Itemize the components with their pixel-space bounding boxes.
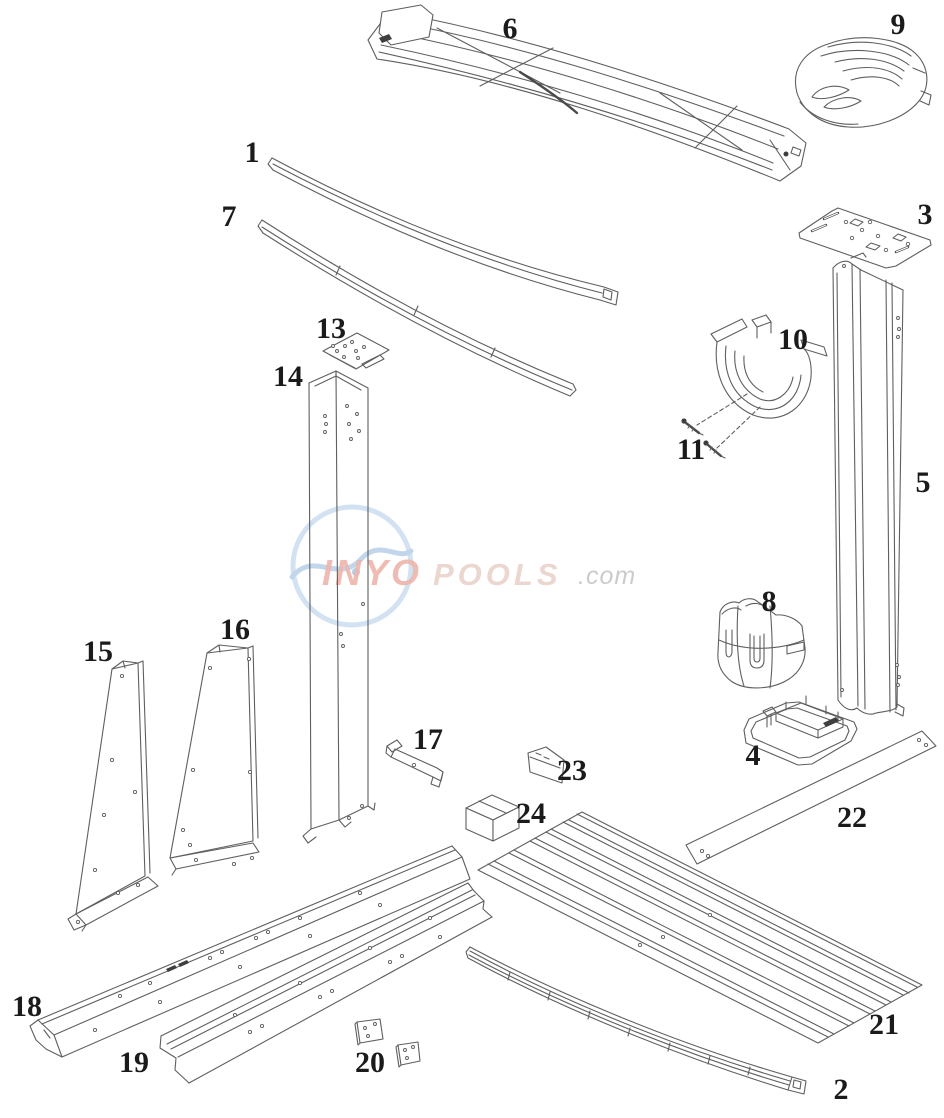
part-1-curved-top-rail (267, 157, 619, 306)
part-19-bottom-rail (159, 882, 493, 1084)
part-13-post-top-plate (322, 332, 390, 370)
part-11-screws (681, 418, 726, 459)
watermark-brand-secondary: POOLS (433, 557, 562, 592)
part-22-coping-strip (685, 730, 937, 865)
part-label-13: 13 (316, 312, 346, 345)
part-label-11: 11 (677, 433, 705, 466)
part-label-4: 4 (746, 739, 761, 772)
part-20-joiner-plates (354, 1018, 421, 1068)
part-label-20: 20 (355, 1046, 385, 1079)
part-7-curved-rail (257, 219, 577, 397)
part-21-wall-panel (477, 811, 923, 1044)
part-3-top-plate (798, 207, 932, 269)
part-14-upright-post (302, 370, 376, 844)
watermark (289, 504, 414, 628)
part-label-14: 14 (273, 360, 303, 393)
part-label-9: 9 (891, 8, 906, 41)
part-label-3: 3 (918, 198, 933, 231)
watermark-text: INYO POOLS .com (322, 552, 636, 593)
part-label-2: 2 (834, 1073, 849, 1106)
part-5-wall-upright (832, 260, 905, 717)
part-8-bottom-boot (717, 598, 806, 689)
part-17-strap-bracket (385, 739, 444, 788)
part-18-bottom-rail (29, 845, 471, 1058)
wave-logo-dot (352, 568, 360, 576)
part-6-top-ledge (367, 4, 807, 182)
part-labels: 1 2 3 4 5 6 7 8 9 10 11 13 14 15 16 17 1… (12, 8, 933, 1106)
part-label-21: 21 (869, 1008, 899, 1041)
part-9-top-cap (795, 37, 932, 128)
wave-logo-swirl (289, 547, 414, 580)
part-label-15: 15 (83, 635, 113, 668)
part-4-bottom-plate (743, 695, 858, 766)
part-label-17: 17 (413, 723, 443, 756)
part-label-22: 22 (837, 801, 867, 834)
part-label-7: 7 (222, 200, 237, 233)
part-label-6: 6 (503, 12, 518, 45)
wave-logo-icon (290, 504, 414, 628)
watermark-brand-primary: INYO (322, 552, 422, 593)
part-16-buttress-brace (169, 644, 260, 876)
part-24-hardware-box (465, 794, 520, 842)
part-label-8: 8 (762, 585, 777, 618)
part-label-24: 24 (516, 797, 546, 830)
part-label-1: 1 (245, 136, 260, 169)
part-2-curved-bottom-rail (465, 946, 807, 1095)
part-label-5: 5 (916, 466, 931, 499)
part-label-19: 19 (119, 1046, 149, 1079)
part-label-16: 16 (220, 613, 250, 646)
part-label-23: 23 (557, 754, 587, 787)
part-label-10: 10 (778, 323, 808, 356)
part-15-buttress-brace (67, 660, 159, 932)
part-label-18: 18 (12, 990, 42, 1023)
part-10-top-bracket (696, 314, 828, 449)
part-23-bracket-plate (527, 746, 565, 784)
watermark-domain-suffix: .com (578, 562, 636, 590)
